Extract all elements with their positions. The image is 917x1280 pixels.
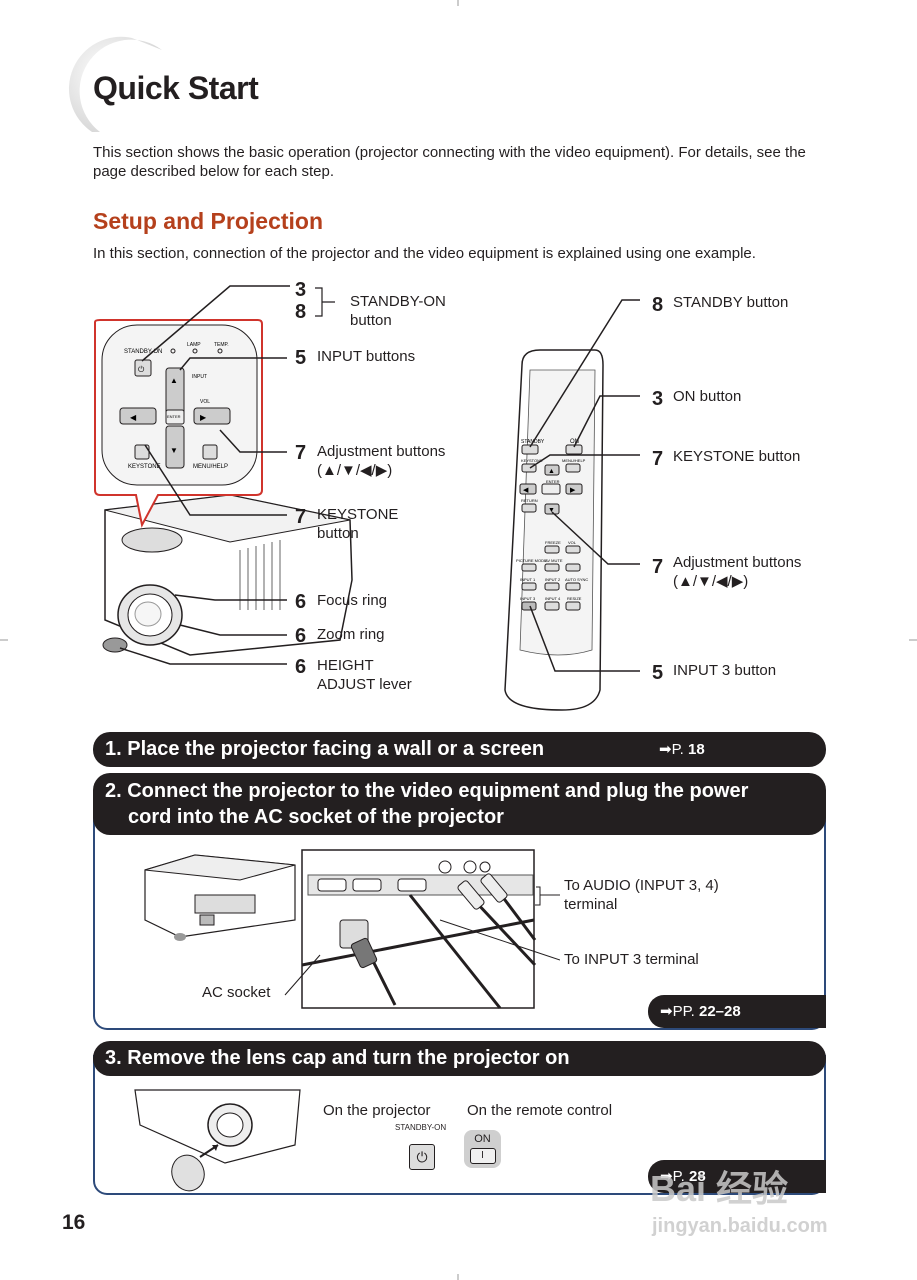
callout-num: 6 xyxy=(295,591,306,614)
projector-illustration: STANDBY-ON LAMP TEMP. ⏻ INPUT ▲ ◀ ▶ VOL … xyxy=(90,280,490,700)
page-title: Quick Start xyxy=(93,70,258,107)
panel-temp-label: TEMP. xyxy=(214,342,229,348)
page-number: 16 xyxy=(62,1211,85,1235)
callout-text: (▲/▼/◀/▶) xyxy=(673,572,748,591)
callout-text: button xyxy=(350,311,392,330)
callout-num: 8 xyxy=(652,294,663,317)
step-3-label: 3. Remove the lens cap and turn the proj… xyxy=(105,1047,570,1069)
watermark-url: jingyan.baidu.com xyxy=(652,1215,828,1238)
callout-num: 5 xyxy=(295,347,306,370)
callout-num: 8 xyxy=(295,301,306,324)
watermark-logo: Bai 经验 xyxy=(650,1160,788,1212)
callout-num: 3 xyxy=(652,388,663,411)
step-2-label: 2. Connect the projector to the video eq… xyxy=(105,778,826,804)
on-label: ON xyxy=(464,1132,501,1146)
on-remote-label: On the remote control xyxy=(467,1101,612,1120)
panel-menu-label: MENU/HELP xyxy=(193,464,228,470)
on-projector-label: On the projector xyxy=(323,1101,431,1120)
callout-text: HEIGHT xyxy=(317,656,374,675)
callout-num: 3 xyxy=(295,279,306,302)
callout-num: 7 xyxy=(652,556,663,579)
arrow-right-icon: ➡ xyxy=(659,741,672,758)
intro-text: This section shows the basic operation (… xyxy=(93,143,828,181)
callout-text: INPUT buttons xyxy=(317,347,415,366)
callout-text: ADJUST lever xyxy=(317,675,412,694)
callout-text: Adjustment buttons xyxy=(673,553,801,572)
on-button-icon: I xyxy=(470,1148,496,1164)
panel-keystone-label: KEYSTONE xyxy=(128,464,161,470)
ac-socket-label: AC socket xyxy=(202,983,270,1002)
panel-enter-label: ENTER xyxy=(167,414,181,419)
callout-num: 7 xyxy=(652,448,663,471)
callout-text: ON button xyxy=(673,387,741,406)
step-1-bar: 1. Place the projector facing a wall or … xyxy=(93,732,826,767)
callout-num: 7 xyxy=(295,442,306,465)
input3-terminal-label: To INPUT 3 terminal xyxy=(564,950,699,969)
audio-terminal-label-2: terminal xyxy=(564,895,617,914)
step-1-label: 1. Place the projector facing a wall or … xyxy=(105,738,544,760)
standby-on-caption: STANDBY-ON xyxy=(395,1123,446,1132)
panel-lamp-label: LAMP xyxy=(187,342,201,348)
svg-text:◀: ◀ xyxy=(130,413,137,422)
section-title: Setup and Projection xyxy=(93,208,323,235)
callout-num: 5 xyxy=(652,662,663,685)
callout-num: 7 xyxy=(295,506,306,529)
svg-text:▼: ▼ xyxy=(170,446,178,455)
callout-num: 6 xyxy=(295,656,306,679)
callout-text: STANDBY button xyxy=(673,293,788,312)
callout-text: KEYSTONE xyxy=(317,505,398,524)
step-2-bar: 2. Connect the projector to the video eq… xyxy=(93,773,826,835)
step-3-bar: 3. Remove the lens cap and turn the proj… xyxy=(93,1041,826,1076)
callout-text: KEYSTONE button xyxy=(673,447,800,466)
callout-text: (▲/▼/◀/▶) xyxy=(317,461,392,480)
remote-leaders xyxy=(500,290,650,690)
panel-vol-label: VOL xyxy=(200,399,210,405)
panel-input-label: INPUT xyxy=(192,374,207,380)
audio-terminal-label: To AUDIO (INPUT 3, 4) xyxy=(564,876,719,895)
lens-cap-illustration xyxy=(130,1085,310,1195)
callout-text: button xyxy=(317,524,359,543)
step-2-ref[interactable]: ➡PP. 22–28 xyxy=(648,995,826,1028)
step-1-ref[interactable]: ➡P. 18 xyxy=(659,732,705,767)
svg-text:▶: ▶ xyxy=(200,413,207,422)
svg-text:⏻: ⏻ xyxy=(138,365,145,374)
callout-text: Adjustment buttons xyxy=(317,442,445,461)
step-2-label-cont: cord into the AC socket of the projector xyxy=(105,804,826,830)
remote-on-button[interactable]: ON I xyxy=(464,1130,501,1168)
callout-text: STANDBY-ON xyxy=(350,292,446,311)
callout-num: 6 xyxy=(295,625,306,648)
callout-text: INPUT 3 button xyxy=(673,661,776,680)
svg-text:▲: ▲ xyxy=(170,376,178,385)
callout-text: Focus ring xyxy=(317,591,387,610)
panel-standby-label: STANDBY-ON xyxy=(124,349,162,355)
arrow-right-icon: ➡ xyxy=(660,1003,673,1020)
callout-text: Zoom ring xyxy=(317,625,385,644)
section-description: In this section, connection of the proje… xyxy=(93,244,828,263)
power-button-icon[interactable]: ⏻ xyxy=(409,1144,435,1170)
